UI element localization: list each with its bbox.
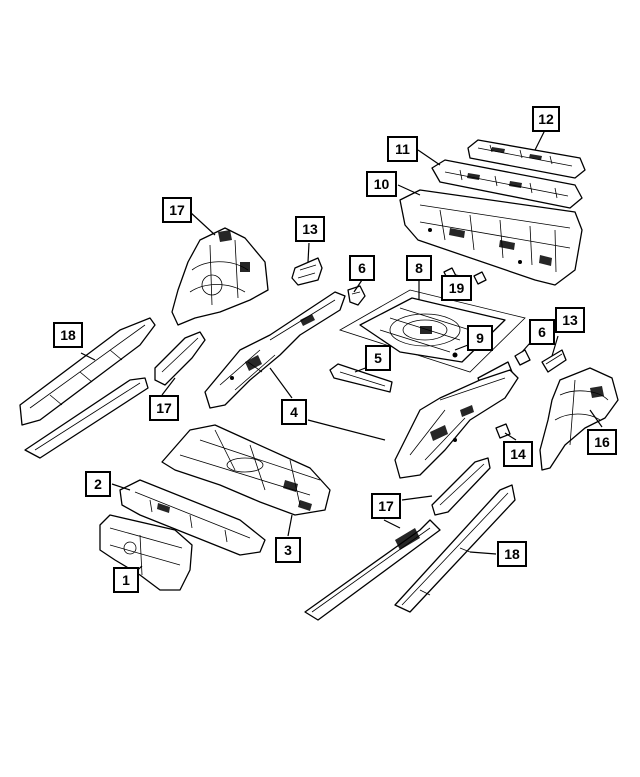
callout-4[interactable]: 4 (281, 399, 307, 425)
callout-label-18b: 18 (504, 546, 520, 562)
leader-9 (454, 344, 469, 351)
leader-6b (521, 342, 531, 353)
callout-label-13b: 13 (562, 312, 578, 328)
callout-18b[interactable]: 18 (497, 541, 527, 567)
callout-6a[interactable]: 6 (349, 255, 375, 281)
callout-label-10: 10 (374, 176, 390, 192)
callout-label-6b: 6 (538, 324, 546, 340)
callout-12[interactable]: 12 (532, 106, 560, 132)
part-16-wheelhouse-right (539, 367, 619, 471)
part-18-sill-left (19, 317, 156, 459)
part-4-rail-assembly-right (394, 369, 519, 479)
callout-label-17b: 17 (378, 498, 394, 514)
part-3-front-floor-pan (161, 424, 331, 516)
callout-label-17a: 17 (156, 400, 172, 416)
part-17-inner-sill-left (154, 331, 206, 386)
part-5-crossmember (329, 363, 393, 393)
part-18-sill-right (304, 484, 516, 621)
callout-2[interactable]: 2 (85, 471, 111, 497)
callout-3[interactable]: 3 (275, 537, 301, 563)
callout-label-5: 5 (374, 350, 382, 366)
callout-label-6a: 6 (358, 260, 366, 276)
callout-13a[interactable]: 13 (295, 216, 325, 242)
callout-label-13a: 13 (302, 221, 318, 237)
leader-10 (397, 184, 421, 196)
leader-17b (383, 519, 401, 529)
leader-18b (469, 551, 497, 555)
callout-label-9: 9 (476, 330, 484, 346)
callout-5[interactable]: 5 (365, 345, 391, 371)
callout-16a[interactable]: 17 (162, 197, 192, 223)
leader-13a (307, 242, 310, 263)
leader-16b (589, 409, 603, 428)
leader-18a (80, 352, 96, 361)
callout-label-16a: 17 (169, 202, 185, 218)
callout-16b[interactable]: 16 (587, 429, 617, 455)
leader-11 (417, 149, 441, 166)
leader-14 (504, 432, 517, 441)
leader-4 (269, 367, 293, 399)
callout-10[interactable]: 10 (366, 171, 397, 197)
callout-label-1: 1 (122, 572, 130, 588)
leader-3 (287, 514, 293, 537)
callout-1[interactable]: 1 (113, 567, 139, 593)
leader-6a (353, 279, 363, 293)
leader-17b2 (401, 495, 433, 501)
part-16-wheelhouse-left (171, 227, 269, 326)
part-11-rear-panel-upper (431, 159, 583, 209)
leader-17a (161, 377, 176, 396)
callout-17b[interactable]: 17 (371, 493, 401, 519)
callout-13b[interactable]: 13 (555, 307, 585, 333)
part-13-bracket-top (291, 257, 323, 286)
callout-9[interactable]: 9 (467, 325, 493, 351)
callout-label-4: 4 (290, 404, 298, 420)
part-6-bracket-right (514, 349, 531, 366)
part-17-inner-sill-right (431, 457, 491, 516)
callout-14[interactable]: 14 (503, 441, 533, 467)
part-12-rear-upper-crossmember (467, 139, 586, 179)
leader-4b (307, 419, 386, 441)
callout-label-16b: 16 (594, 434, 610, 450)
callout-label-8: 8 (415, 260, 423, 276)
leader-lines (80, 129, 603, 576)
callout-label-3: 3 (284, 542, 292, 558)
callout-label-12: 12 (538, 111, 554, 127)
part-13-bracket-right (541, 349, 567, 373)
callout-label-2: 2 (94, 476, 102, 492)
part-14-clip (495, 423, 511, 439)
callout-6b[interactable]: 6 (529, 319, 555, 345)
callout-label-11: 11 (395, 141, 410, 157)
part-4-rail-assembly (204, 291, 346, 409)
callout-17a[interactable]: 17 (149, 395, 179, 421)
callout-18a[interactable]: 18 (53, 322, 83, 348)
leader-13b (551, 335, 559, 357)
part-10-rear-panel (399, 189, 583, 286)
part-2-front-crossmember (119, 479, 266, 556)
callout-label-18a: 18 (60, 327, 76, 343)
callout-19[interactable]: 19 (441, 275, 472, 301)
callout-8[interactable]: 8 (406, 255, 432, 281)
leader-2 (111, 483, 131, 491)
callout-label-19: 19 (449, 280, 465, 296)
callout-11[interactable]: 11 (387, 136, 418, 162)
leader-16a (189, 211, 216, 236)
part-1-front-support (99, 514, 193, 591)
leader-12 (534, 129, 546, 151)
callout-label-14: 14 (510, 446, 526, 462)
